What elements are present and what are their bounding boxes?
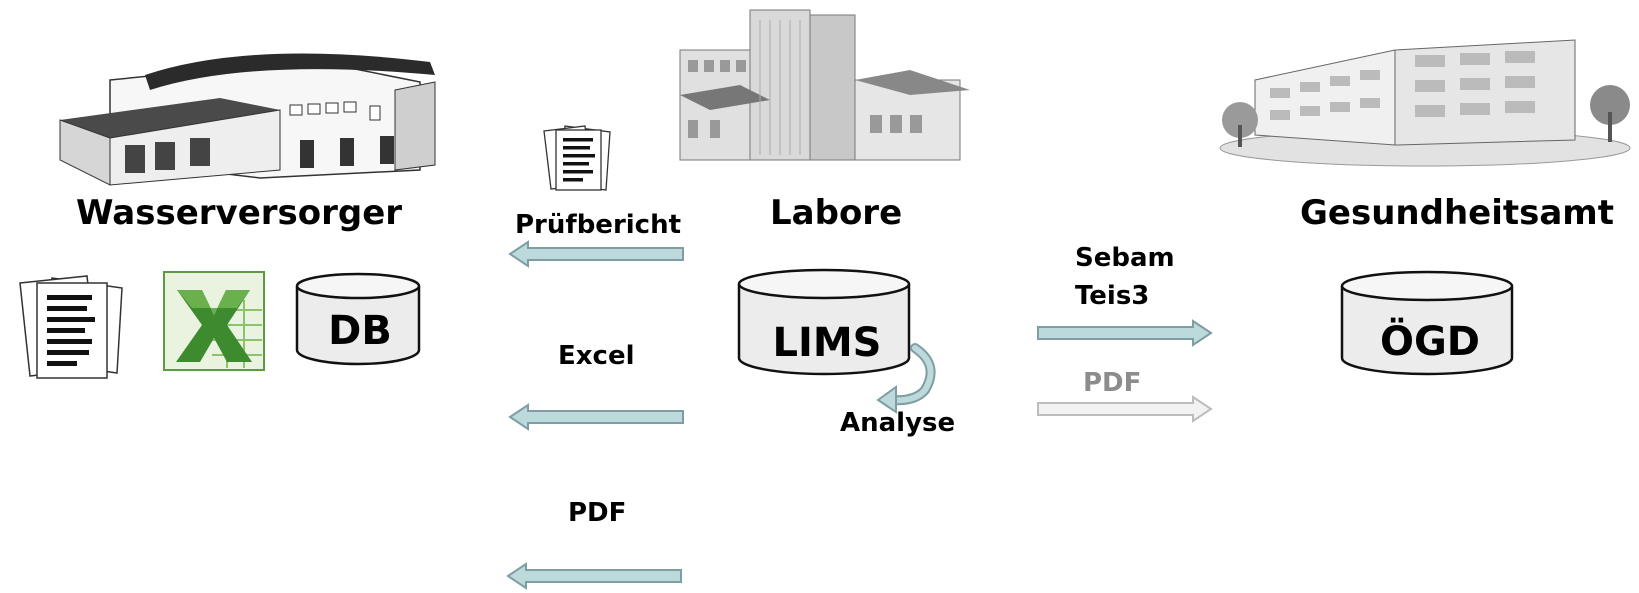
flow-label-pdf-left: PDF [568,498,627,528]
laboratory-building-icon [679,9,970,161]
wasserversorger-db-cylinder [295,272,421,366]
oegd-database-cylinder [1340,270,1514,376]
health-office-building-icon [1219,39,1631,167]
flow-label-sebam: Sebam [1075,243,1175,273]
flow-label-pruefbericht: Prüfbericht [515,210,682,240]
arrow-left-excel [508,403,684,431]
flow-label-excel: Excel [558,341,635,371]
wasserversorger-db-label: DB [328,308,392,354]
wasserversorger-title: Wasserversorger [76,193,403,233]
oegd-label: ÖGD [1379,319,1481,365]
waterworks-building-icon [59,53,436,186]
flow-label-teis3: Teis3 [1075,281,1150,311]
gesundheitsamt-title: Gesundheitsamt [1300,193,1614,233]
report-document-icon [543,125,611,191]
arrow-left-pdf [506,562,682,590]
arrow-right-sebam-teis3 [1037,319,1213,347]
lims-label: LIMS [772,320,882,366]
labore-title: Labore [770,193,903,233]
analyse-label: Analyse [840,408,956,438]
arrow-left-pruefbericht [508,240,684,268]
document-stack-icon [19,275,123,379]
excel-icon [163,271,265,371]
flow-label-pdf-right: PDF [1083,368,1142,398]
arrow-right-pdf-faded [1037,395,1213,423]
analysis-loop-arrow-icon [876,343,936,414]
lims-database-cylinder [737,268,911,376]
